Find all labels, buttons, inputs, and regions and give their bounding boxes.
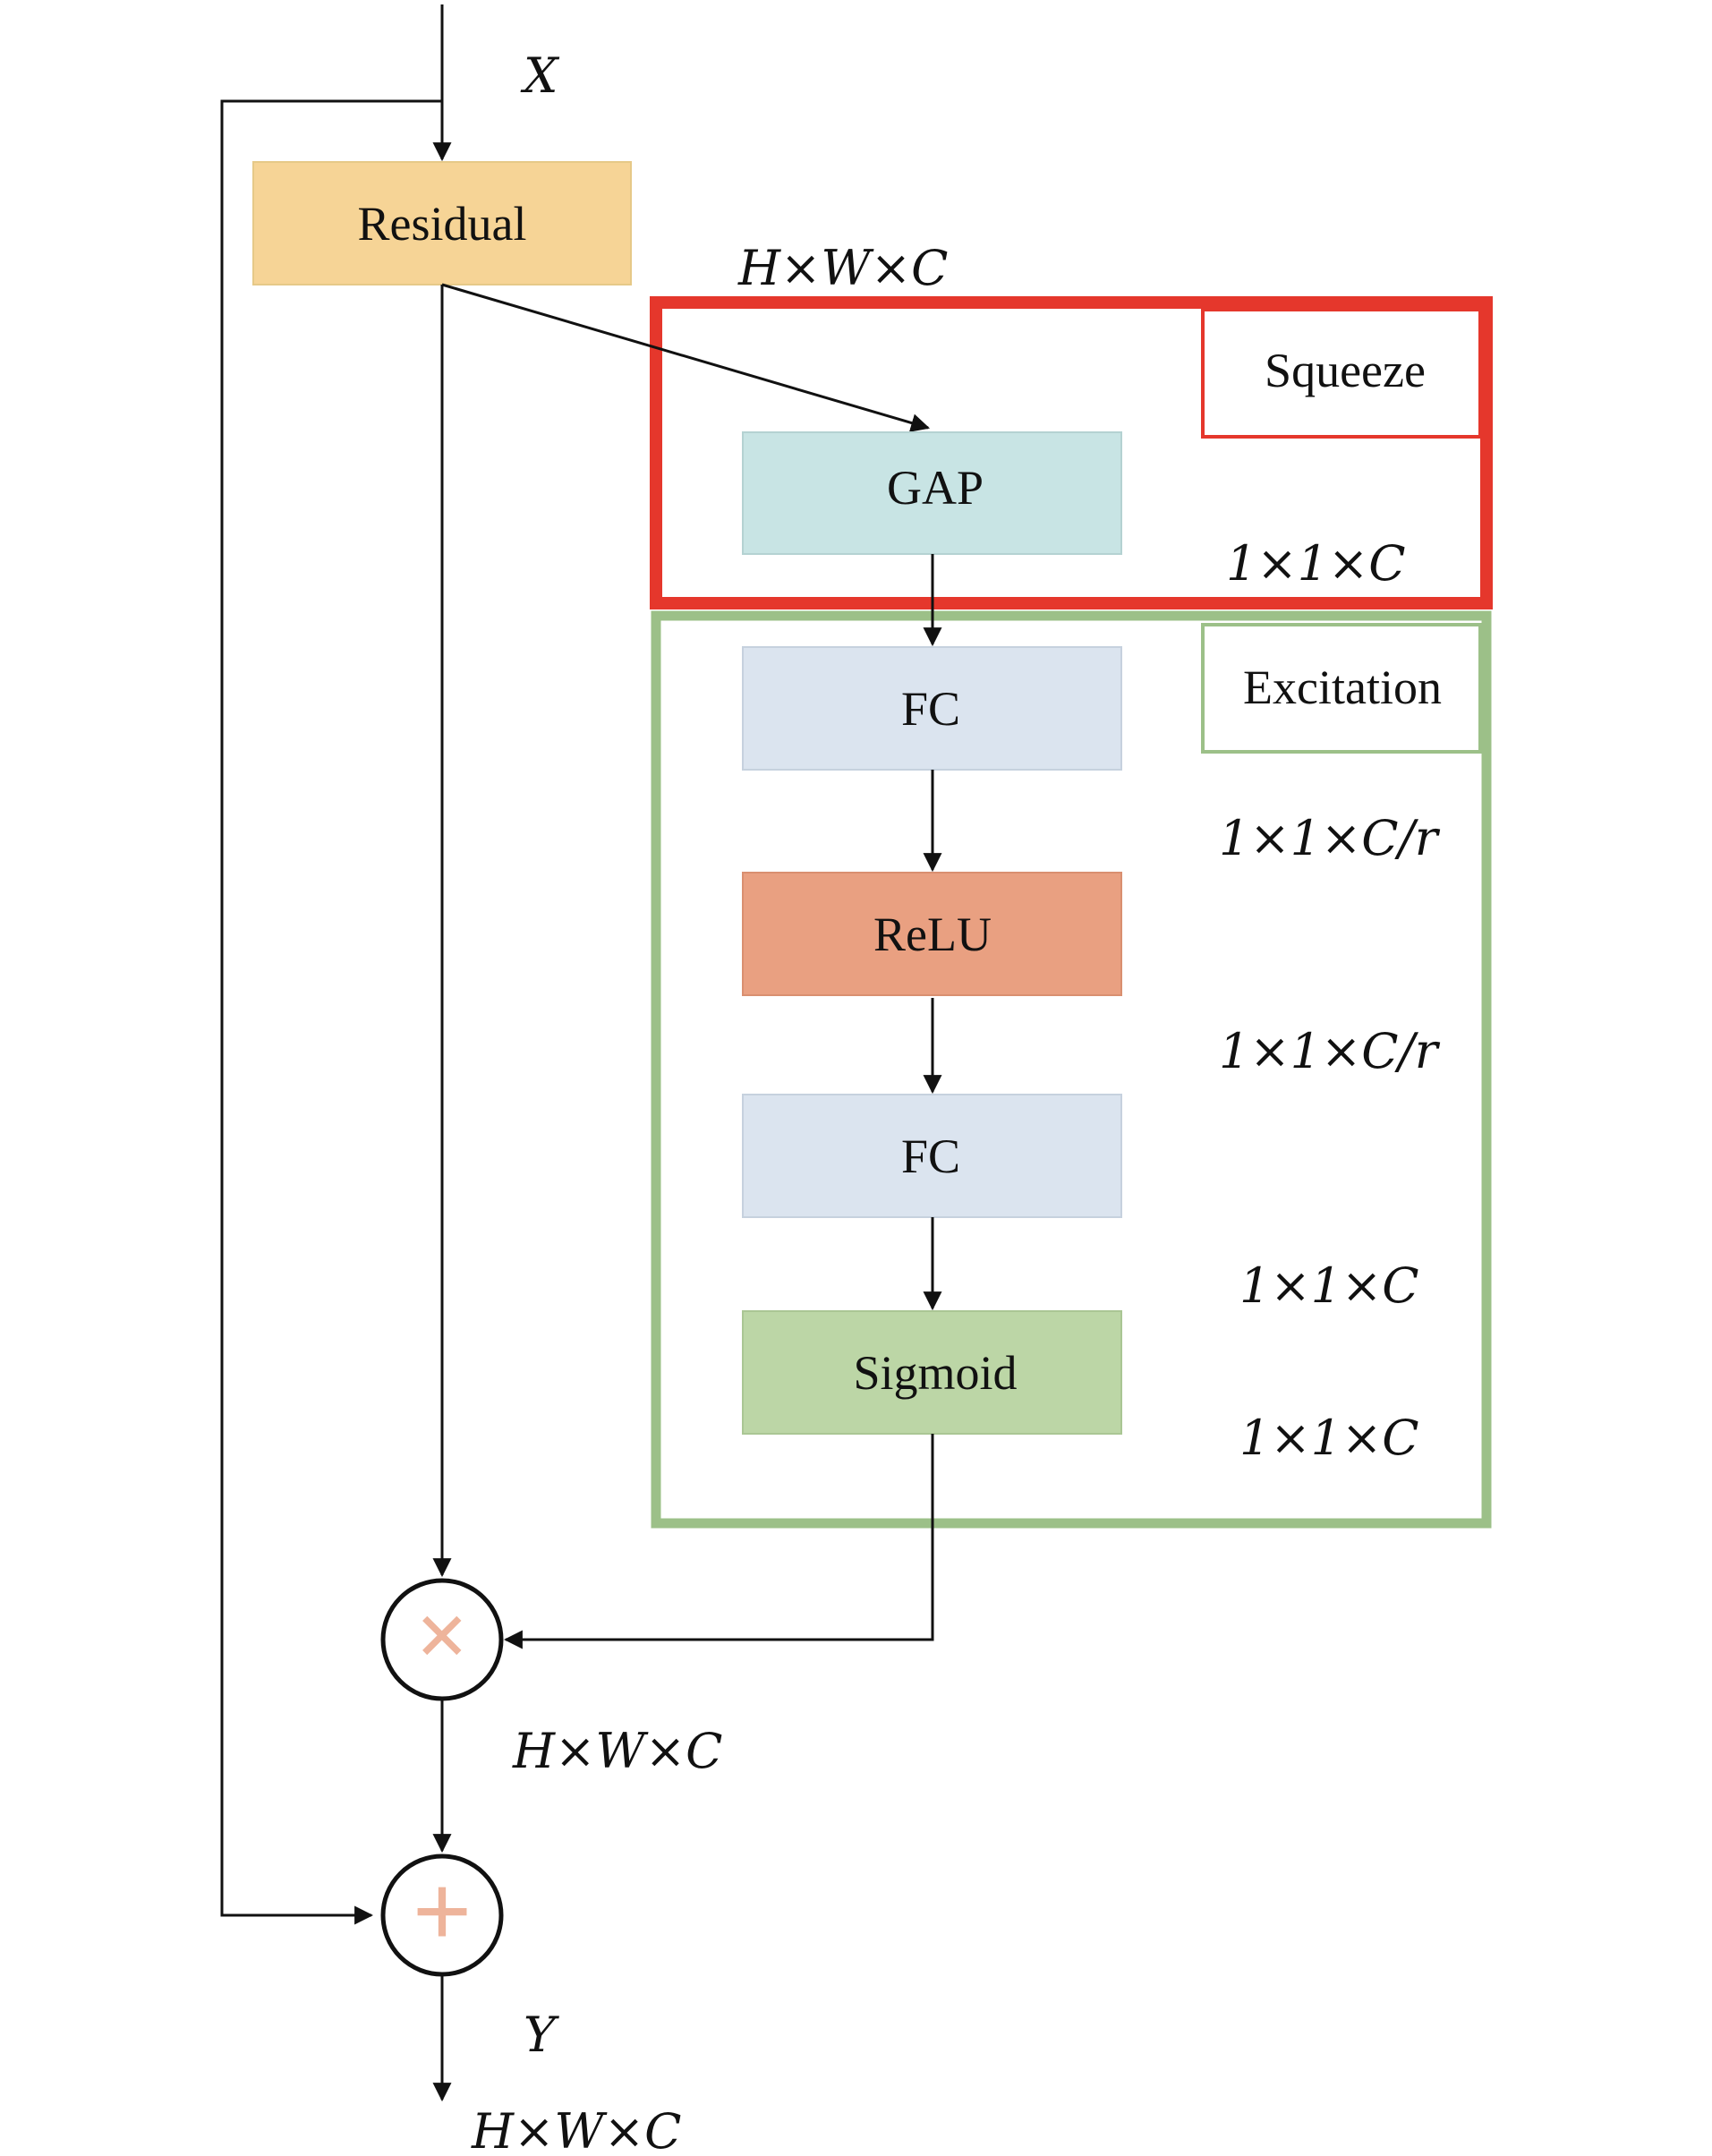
excitation-label-box (1201, 623, 1482, 754)
squeeze-group-border (650, 296, 1493, 609)
dim-output: H×W×C (471, 2103, 681, 2156)
gap-label: GAP (887, 461, 984, 515)
squeeze-label: Squeeze (1265, 344, 1426, 397)
dim-after-residual: H×W×C (737, 240, 948, 296)
relu-label: ReLU (873, 908, 992, 961)
sigmoid-block (742, 1310, 1122, 1435)
skip-connection-line (220, 99, 442, 1925)
excitation-label: Excitation (1243, 660, 1442, 714)
output-label: Y (524, 2007, 559, 2063)
fc1-block (742, 646, 1122, 771)
dim-after-fc1: 1×1×C/r (1219, 810, 1441, 866)
gap-block (742, 431, 1122, 555)
sigmoid-label: Sigmoid (853, 1346, 1017, 1400)
squeeze-label-box (1201, 308, 1482, 439)
fc2-block (742, 1094, 1122, 1218)
dim-after-multiply: H×W×C (512, 1723, 722, 1779)
multiply-symbol: × (415, 1584, 468, 1687)
excitation-group-border (651, 610, 1492, 1529)
dim-after-sigmoid: 1×1×C (1239, 1410, 1419, 1466)
residual-label: Residual (358, 197, 527, 251)
dim-after-fc2: 1×1×C (1239, 1257, 1419, 1314)
sigmoid-to-multiply-arrow (503, 1434, 934, 1649)
residual-to-gap-arrow (441, 283, 931, 432)
fc1-label: FC (901, 682, 960, 736)
input-label: X (520, 47, 560, 104)
relu-block (742, 872, 1122, 996)
dim-after-relu: 1×1×C/r (1219, 1023, 1441, 1079)
dim-after-gap: 1×1×C (1226, 535, 1406, 592)
fc2-label: FC (901, 1129, 960, 1183)
add-symbol: + (412, 1853, 472, 1970)
